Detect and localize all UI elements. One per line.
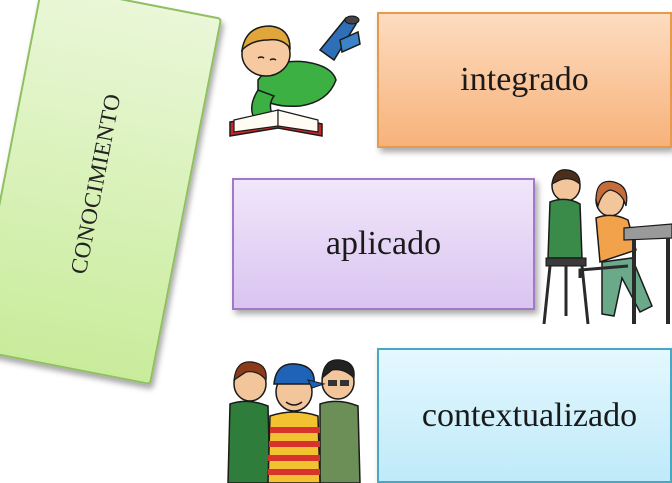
aplicado-label: aplicado [325,225,442,262]
integrado-box: integrado [377,12,672,148]
reading-boy-illustration [229,15,361,137]
integrado-label: integrado [460,61,589,98]
contextualizado-label: contextualizado [421,396,638,434]
group-of-friends-illustration [227,359,361,483]
conocimiento-label: CONOCIMIENTO [65,91,126,277]
aplicado-box: aplicado [232,178,535,310]
students-at-desk-illustration [542,169,672,325]
contextualizado-box: contextualizado [377,348,672,483]
conocimiento-box: CONOCIMIENTO [0,0,223,386]
